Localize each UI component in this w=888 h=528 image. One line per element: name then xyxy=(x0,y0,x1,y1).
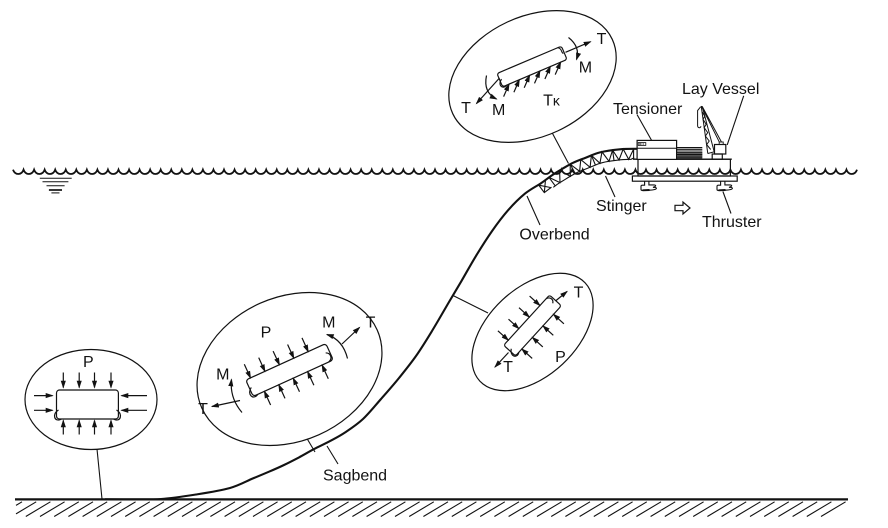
svg-text:Thruster: Thruster xyxy=(702,214,762,231)
svg-text:T: T xyxy=(503,359,513,376)
svg-text:M: M xyxy=(322,315,335,332)
svg-text:Lay Vessel: Lay Vessel xyxy=(682,81,759,98)
svg-text:Sagbend: Sagbend xyxy=(323,468,387,485)
svg-text:M: M xyxy=(579,60,592,77)
svg-text:P: P xyxy=(261,325,272,342)
svg-text:M: M xyxy=(492,102,505,119)
svg-text:Stinger: Stinger xyxy=(596,198,647,215)
svg-text:Tκ: Tκ xyxy=(543,93,561,110)
svg-text:M: M xyxy=(216,366,229,383)
svg-text:T: T xyxy=(366,315,376,332)
svg-text:T: T xyxy=(198,401,208,418)
svg-text:Tensioner: Tensioner xyxy=(613,101,683,118)
svg-text:P: P xyxy=(555,349,566,366)
svg-text:T: T xyxy=(597,31,607,48)
svg-text:Overbend: Overbend xyxy=(519,227,589,244)
svg-text:T: T xyxy=(461,100,471,117)
svg-text:P: P xyxy=(83,354,94,371)
svg-text:T: T xyxy=(574,285,584,302)
